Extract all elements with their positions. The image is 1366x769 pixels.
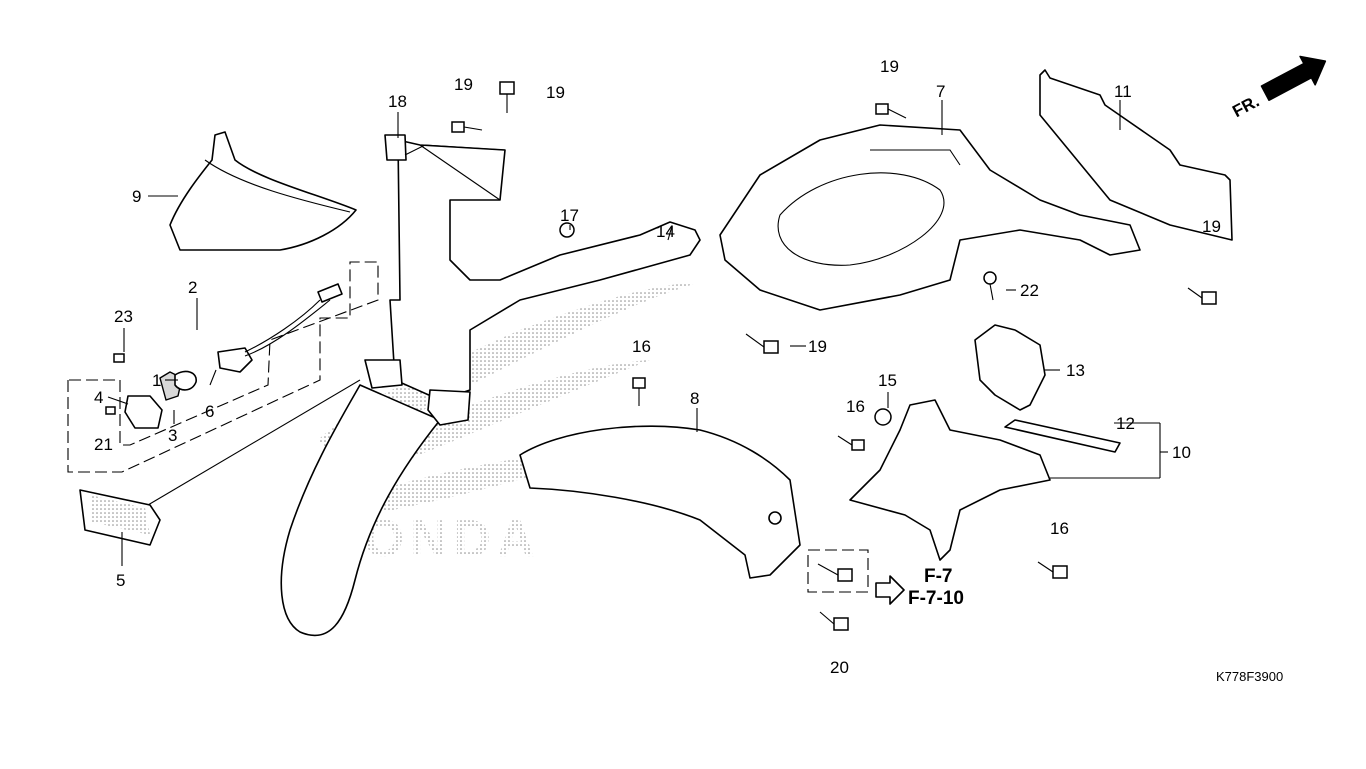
bolts — [105, 81, 1217, 631]
callout-16a: 16 — [632, 337, 651, 356]
callout-3: 3 — [168, 426, 177, 445]
callouts: 1 2 3 4 5 6 7 8 9 10 11 12 13 14 15 16 1… — [94, 57, 1221, 677]
callout-11: 11 — [1114, 82, 1132, 101]
rear-fender-assembly — [280, 134, 701, 637]
fr-label: FR. — [1229, 91, 1262, 121]
callout-12: 12 — [1116, 414, 1135, 433]
part-9-cover — [169, 131, 357, 251]
part-8-hugger — [519, 425, 801, 579]
reference-arrow — [875, 575, 905, 605]
leader-lines — [107, 100, 1168, 566]
callout-1: 1 — [152, 371, 161, 390]
drawing-code: K778F3900 — [1216, 669, 1283, 684]
callout-20: 20 — [830, 658, 849, 677]
license-light-parts — [67, 261, 379, 546]
callout-19a: 19 — [454, 75, 473, 94]
callout-8: 8 — [690, 389, 699, 408]
part-13-cover — [974, 324, 1046, 411]
callout-2: 2 — [188, 278, 197, 297]
callout-9: 9 — [132, 187, 141, 206]
callout-16b: 16 — [846, 397, 865, 416]
callout-6: 6 — [205, 402, 214, 421]
callout-10: 10 — [1172, 443, 1191, 462]
callout-19b: 19 — [546, 83, 565, 102]
reference-f7-10: F-7-10 — [908, 588, 964, 609]
callout-7: 7 — [936, 82, 945, 101]
callout-18: 18 — [388, 92, 407, 111]
callout-21: 21 — [94, 435, 113, 454]
callout-19c: 19 — [880, 57, 899, 76]
callout-14: 14 — [656, 222, 675, 241]
callout-19d: 19 — [1202, 217, 1221, 236]
callout-16c: 16 — [1050, 519, 1069, 538]
part-7-luggage-box — [719, 124, 1141, 311]
part-10-inner-fender — [849, 399, 1121, 561]
front-direction-marker: FR. — [1229, 55, 1327, 121]
reference-f7: F-7 — [924, 566, 953, 587]
callout-5: 5 — [116, 571, 125, 590]
callout-22: 22 — [1020, 281, 1039, 300]
part-11-seal — [1039, 69, 1233, 241]
callout-19e: 19 — [808, 337, 827, 356]
callout-4: 4 — [94, 388, 103, 407]
callout-23: 23 — [114, 307, 133, 326]
callout-15: 15 — [878, 371, 897, 390]
callout-13: 13 — [1066, 361, 1085, 380]
callout-17: 17 — [560, 206, 579, 225]
